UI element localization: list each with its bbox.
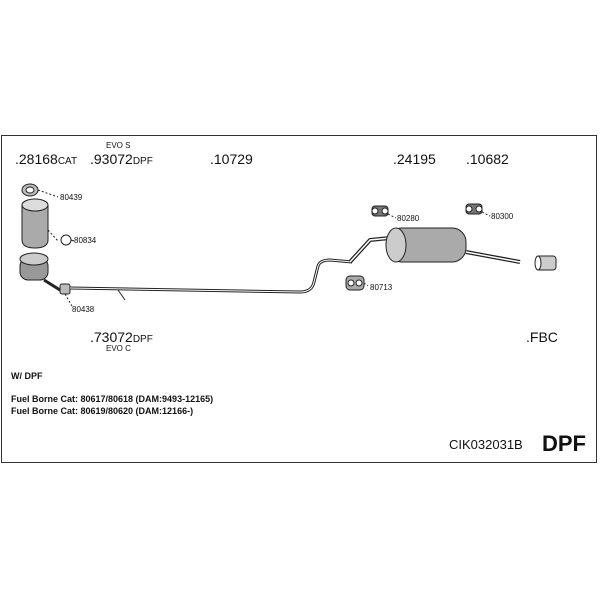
part-suffix: CAT [57,156,78,167]
tailpipe-icon [534,255,557,271]
hanger-80300-icon [465,203,491,217]
part-number-text: .28168 [15,151,58,167]
dpf-icon [19,252,61,292]
note-fuel-borne-cat-2: Fuel Borne Cat: 80619/80620 (DAM:12166-) [11,406,194,416]
hanger-80713-icon [345,275,369,291]
part-number-10682: .10682 [466,151,509,167]
clamp-80834-icon [60,234,75,246]
part-variant-evo-c: EVO C [106,344,131,353]
note-wdpf: W/ DPF [11,371,43,381]
front-pipe-icon [69,258,353,301]
small-part-80713: 80713 [370,283,393,292]
hanger-80280-icon [371,205,397,219]
part-variant-evo-s: EVO S [106,141,131,150]
part-number-93072: .93072DPF [90,152,153,167]
part-suffix: DPF [132,334,153,345]
catalyst-icon [21,198,59,249]
small-part-80438: 80438 [72,305,95,314]
part-suffix: DPF [132,156,153,167]
part-number-10729: .10729 [210,151,253,167]
small-part-80280: 80280 [397,214,420,223]
small-part-80300: 80300 [491,212,514,221]
part-number-24195: .24195 [393,151,436,167]
kit-code: CIK032031B [449,437,523,452]
kit-type: DPF [542,431,586,456]
diagram-frame [1,135,597,463]
note-fuel-borne-cat-1: Fuel Borne Cat: 80617/80618 (DAM:9493-12… [11,394,214,404]
clamp-80439-icon [21,183,59,198]
small-part-80834: 80834 [74,236,97,245]
small-part-80439: 80439 [60,193,83,202]
part-number-text: .93072 [90,151,133,167]
part-number-text: .73072 [90,329,133,345]
muffler-icon [348,227,521,264]
part-number-28168: .28168CAT [15,152,77,167]
part-number-73072: .73072DPF [90,330,153,345]
fbc-label: .FBC [526,329,558,345]
